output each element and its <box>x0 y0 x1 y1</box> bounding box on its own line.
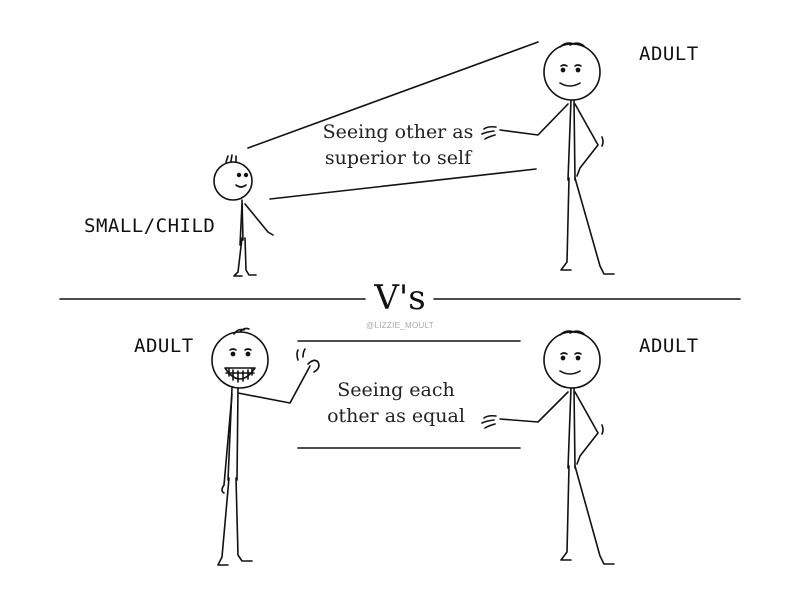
caption-superior: Seeing other as superior to self <box>318 119 478 171</box>
label-adult-top: ADULT <box>639 43 699 65</box>
adult-figure-top <box>481 42 615 275</box>
caption-equal-line-1: Seeing each <box>337 379 455 401</box>
credit-watermark: @LIZZIE_MOULT <box>366 321 434 330</box>
caption-superior-line-2: superior to self <box>324 147 472 169</box>
label-adult-bottom-left: ADULT <box>134 335 194 357</box>
caption-superior-line-1: Seeing other as <box>322 121 474 143</box>
adult-figure-bottom <box>481 330 615 565</box>
label-small-child: SMALL/CHILD <box>84 215 216 237</box>
caption-equal: Seeing each other as equal <box>316 377 476 429</box>
perspective-line-upper <box>247 41 539 149</box>
label-adult-bottom-right: ADULT <box>639 335 699 357</box>
versus-text: V's <box>374 278 426 318</box>
child-figure <box>213 154 274 277</box>
perspective-line-lower <box>269 168 537 200</box>
grinning-adult-figure <box>211 327 320 566</box>
caption-equal-line-2: other as equal <box>327 405 465 427</box>
